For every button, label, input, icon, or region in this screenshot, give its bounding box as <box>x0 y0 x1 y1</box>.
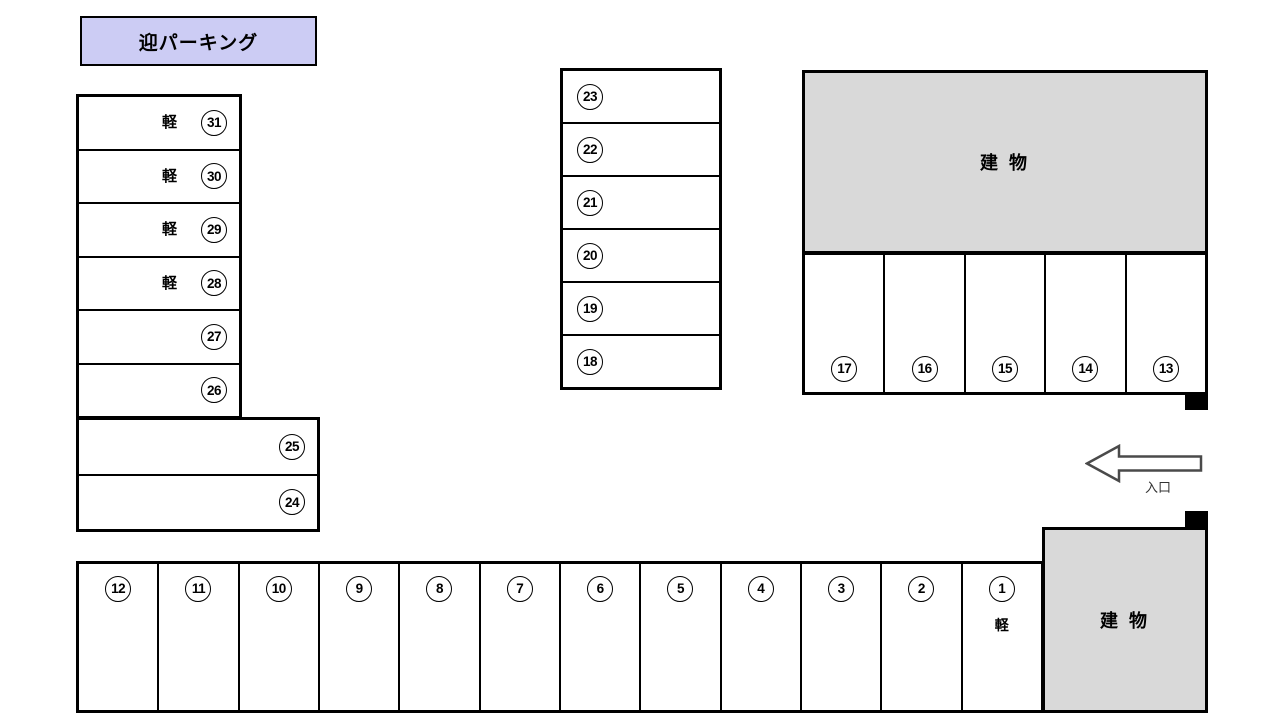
kei-label: 軽 <box>161 167 177 185</box>
space-number: 18 <box>577 348 603 375</box>
space-11: 11 <box>157 564 237 710</box>
right-spaces-group: 17 16 15 14 13 <box>802 252 1208 395</box>
middle-column-group: 23 22 21 20 19 18 <box>560 68 722 390</box>
space-number: 6 <box>587 576 614 602</box>
space-3: 3 <box>799 564 880 710</box>
entrance-label: 入口 <box>1144 480 1171 495</box>
space-6: 6 <box>558 564 639 710</box>
space-number: 8 <box>426 576 453 602</box>
space-31: 軽 31 <box>79 97 239 149</box>
space-number: 19 <box>577 295 603 322</box>
space-number: 10 <box>265 576 292 602</box>
space-8: 8 <box>398 564 478 710</box>
space-19: 19 <box>563 281 719 334</box>
parking-title: 迎パーキング <box>138 32 259 54</box>
space-28: 軽 28 <box>79 255 239 310</box>
kei-label: 軽 <box>994 617 1009 633</box>
space-number: 24 <box>279 489 305 516</box>
space-26: 26 <box>79 362 239 417</box>
space-number: 11 <box>185 576 212 602</box>
space-number: 23 <box>577 83 603 110</box>
bottom-row-group: 12 11 10 9 8 7 6 5 4 3 2 <box>76 561 1044 713</box>
space-number: 5 <box>667 576 694 602</box>
space-number: 30 <box>201 163 227 190</box>
space-20: 20 <box>563 228 719 281</box>
space-number: 29 <box>201 216 227 243</box>
space-21: 21 <box>563 175 719 228</box>
entrance-arrow-icon <box>1084 443 1203 484</box>
space-7: 7 <box>478 564 559 710</box>
space-number: 13 <box>1152 356 1179 382</box>
building-top-box: 建 物 <box>802 70 1208 254</box>
space-number: 31 <box>201 109 227 136</box>
space-number: 17 <box>831 356 858 382</box>
building-label: 建 物 <box>1099 611 1150 631</box>
space-12: 12 <box>79 564 157 710</box>
space-24: 24 <box>79 473 317 530</box>
space-number: 16 <box>911 356 938 382</box>
space-22: 22 <box>563 122 719 175</box>
space-9: 9 <box>317 564 398 710</box>
space-number: 3 <box>828 576 855 602</box>
space-14: 14 <box>1044 255 1124 392</box>
space-number: 25 <box>279 433 305 460</box>
space-number: 22 <box>577 136 603 163</box>
space-30: 軽 30 <box>79 148 239 203</box>
space-number: 7 <box>506 576 533 602</box>
space-27: 27 <box>79 309 239 363</box>
space-number: 2 <box>908 576 935 602</box>
space-15: 15 <box>963 255 1044 392</box>
parking-title-box: 迎パーキング <box>80 16 317 66</box>
marker-square-upper <box>1185 395 1208 410</box>
space-number: 1 <box>988 576 1015 602</box>
space-number: 15 <box>992 356 1019 382</box>
space-5: 5 <box>639 564 719 710</box>
building-label: 建 物 <box>979 153 1030 173</box>
marker-square-lower <box>1185 511 1208 527</box>
space-13: 13 <box>1124 255 1205 392</box>
space-17: 17 <box>805 255 883 392</box>
space-number: 4 <box>747 576 774 602</box>
space-number: 26 <box>201 377 227 404</box>
space-23: 23 <box>563 71 719 122</box>
space-18: 18 <box>563 334 719 387</box>
space-16: 16 <box>883 255 963 392</box>
space-29: 軽 29 <box>79 202 239 256</box>
space-10: 10 <box>237 564 318 710</box>
space-1: 1 軽 <box>960 564 1041 710</box>
space-number: 14 <box>1072 356 1099 382</box>
space-number: 27 <box>201 323 227 350</box>
space-number: 28 <box>201 270 227 297</box>
kei-label: 軽 <box>161 274 177 292</box>
space-number: 21 <box>577 189 603 216</box>
space-2: 2 <box>880 564 960 710</box>
kei-label: 軽 <box>161 114 177 132</box>
left-wide-group: 25 24 <box>76 417 320 532</box>
kei-label: 軽 <box>161 221 177 239</box>
left-column-group: 軽 31 軽 30 軽 29 軽 28 27 26 <box>76 94 242 419</box>
space-4: 4 <box>719 564 800 710</box>
building-bottom-box: 建 物 <box>1042 527 1208 713</box>
space-number: 20 <box>577 242 603 269</box>
space-25: 25 <box>79 420 317 474</box>
space-number: 12 <box>105 576 132 602</box>
entrance-arrow <box>1084 443 1203 484</box>
space-number: 9 <box>346 576 373 602</box>
